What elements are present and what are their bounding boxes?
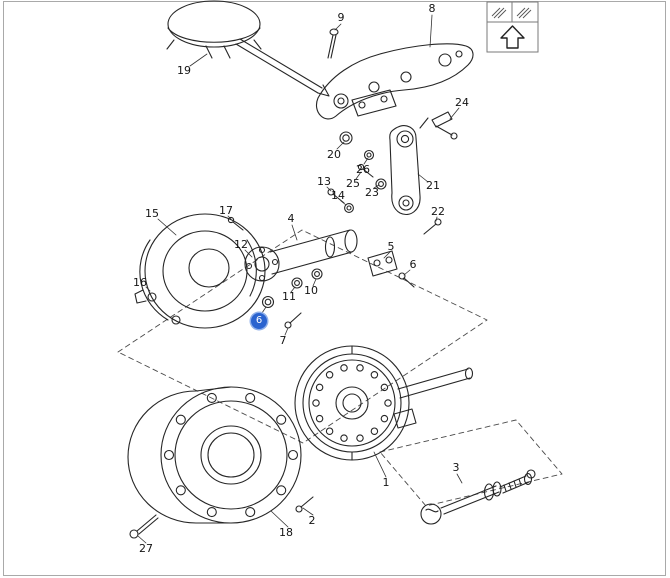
callout-7[interactable]: 7 [279, 334, 287, 347]
callout-9[interactable]: 9 [337, 11, 345, 24]
camshaft-tube [244, 229, 358, 282]
orientation-legend [486, 1, 539, 53]
callout-13[interactable]: 13 [317, 175, 331, 188]
diagram-frame [3, 1, 666, 576]
brake-chamber [166, 0, 330, 97]
callout-25[interactable]: 25 [346, 177, 360, 190]
callout-26[interactable]: 26 [356, 163, 370, 176]
brake-shoe-assembly [294, 345, 474, 461]
bolt [327, 28, 339, 59]
callout-leader-lines [137, 14, 463, 544]
mounting-bracket [367, 250, 398, 277]
bolt [295, 496, 314, 513]
washer [363, 149, 375, 161]
callout-24[interactable]: 24 [455, 96, 469, 109]
callout-6-highlighted[interactable]: 6 [251, 313, 267, 329]
callout-4[interactable]: 4 [287, 212, 295, 225]
callout-23[interactable]: 23 [365, 186, 379, 199]
nut [261, 295, 275, 309]
callout-6[interactable]: 6 [409, 258, 417, 271]
clevis-pin [419, 111, 458, 140]
nut [339, 131, 353, 145]
callout-16[interactable]: 16 [133, 276, 147, 289]
callout-12[interactable]: 12 [234, 238, 248, 251]
bolt [398, 272, 415, 288]
callout-18[interactable]: 18 [279, 526, 293, 539]
callout-10[interactable]: 10 [304, 284, 318, 297]
callout-22[interactable]: 22 [431, 205, 445, 218]
callout-15[interactable]: 15 [145, 207, 159, 220]
part-thumbnail-icon [491, 7, 507, 19]
callout-21[interactable]: 21 [426, 179, 440, 192]
callout-14[interactable]: 14 [331, 189, 345, 202]
stud [227, 216, 244, 231]
up-arrow-icon [500, 25, 525, 49]
washer [375, 178, 387, 190]
camshaft [420, 469, 536, 525]
callout-20[interactable]: 20 [327, 148, 341, 161]
assembly-boundary-dashed [117, 229, 563, 507]
callout-1[interactable]: 1 [382, 476, 390, 489]
callout-27[interactable]: 27 [139, 542, 153, 555]
support-bracket [316, 43, 474, 120]
callout-3[interactable]: 3 [452, 461, 460, 474]
slack-adjuster [389, 125, 421, 215]
brake-drum [127, 386, 302, 524]
callout-17[interactable]: 17 [219, 204, 233, 217]
part-thumbnail-icon [516, 7, 532, 19]
callout-5[interactable]: 5 [387, 240, 395, 253]
callout-11[interactable]: 11 [282, 290, 296, 303]
callout-8[interactable]: 8 [428, 2, 436, 15]
bolt [357, 163, 374, 178]
callout-2[interactable]: 2 [308, 514, 316, 527]
bolt [423, 218, 442, 235]
bushing [291, 277, 303, 289]
bolt [129, 514, 159, 539]
washer [344, 203, 354, 213]
washer [311, 268, 323, 280]
callout-19[interactable]: 19 [177, 64, 191, 77]
